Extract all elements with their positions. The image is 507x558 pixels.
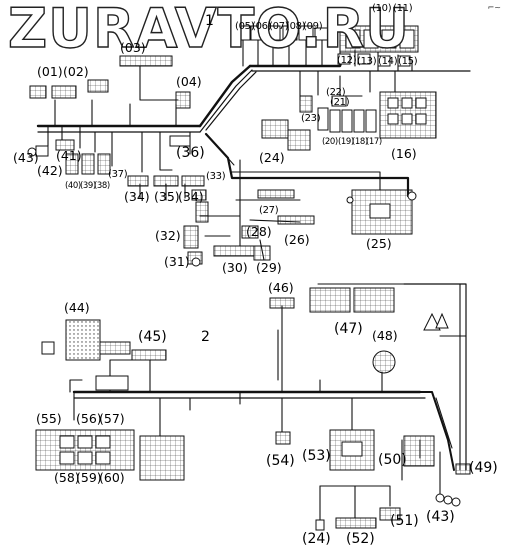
callout-20: (20) (322, 137, 338, 147)
callout-31: (31) (164, 254, 190, 269)
callout-25: (25) (366, 236, 392, 251)
callout-36: (36) (176, 145, 205, 161)
callout-51: (51) (390, 513, 419, 529)
callout-43-top: (43) (13, 150, 39, 165)
callout-53: (53) (302, 448, 331, 464)
callout-49: (49) (469, 460, 498, 476)
callout-24-bottom: (24) (302, 531, 331, 547)
callout-26: (26) (284, 232, 310, 247)
callout-14: (14) (378, 56, 398, 67)
callout-46: (46) (268, 280, 294, 295)
callout-28: (28) (246, 224, 272, 239)
callout-23: (23) (301, 113, 321, 124)
callout-21: (21) (330, 97, 350, 108)
harness-label-bottom: 2 (201, 329, 210, 345)
callout-32: (32) (155, 228, 181, 243)
callout-17: (17) (366, 137, 382, 147)
callout-45: (45) (138, 329, 167, 345)
callout-33: (33) (206, 171, 226, 182)
callout-19: (19) (338, 137, 354, 147)
harness-label-top: 1 (205, 13, 214, 29)
callout-16: (16) (391, 146, 417, 161)
callout-29: (29) (256, 260, 282, 275)
callout-05: (05) (235, 21, 255, 32)
callout-35: (35) (154, 189, 180, 204)
callout-01: (01) (37, 64, 63, 79)
callout-22: (22) (326, 87, 346, 98)
callout-30: (30) (222, 260, 248, 275)
callout-02: (02) (63, 64, 89, 79)
callout-50: (50) (378, 452, 407, 468)
callout-54: (54) (266, 453, 295, 469)
callout-57: (57) (99, 411, 125, 426)
callout-48: (48) (372, 328, 398, 343)
callout-42: (42) (37, 163, 63, 178)
watermark-text: ZURAVTO.RU (7, 0, 411, 60)
callout-15: (15) (398, 56, 418, 67)
callout-39: (39) (80, 181, 96, 191)
callout-12: (12) (337, 55, 357, 66)
callout-24-top: (24) (259, 150, 285, 165)
callout-06: (06) (252, 21, 272, 32)
callout-09: (09) (303, 21, 323, 32)
callout-56: (56) (76, 411, 102, 426)
callout-34a: (34) (124, 189, 150, 204)
callout-18: (18) (352, 137, 368, 147)
callout-38: (38) (94, 181, 110, 191)
callout-08: (08) (286, 21, 306, 32)
callout-47: (47) (334, 321, 363, 337)
callout-27: (27) (259, 205, 279, 216)
callout-59: (59) (76, 470, 102, 485)
callout-03: (03) (120, 40, 146, 55)
callout-04: (04) (176, 74, 202, 89)
callout-58: (58) (54, 470, 80, 485)
callout-43-bottom: (43) (426, 509, 455, 525)
callout-41: (41) (56, 148, 82, 163)
callout-44: (44) (64, 300, 90, 315)
callout-52: (52) (346, 531, 375, 547)
callout-34b: (34) (178, 189, 204, 204)
callout-40: (40) (65, 181, 81, 191)
callout-55: (55) (36, 411, 62, 426)
callout-60: (60) (99, 470, 125, 485)
callout-11: (11) (393, 3, 413, 14)
callout-37: (37) (108, 169, 128, 180)
callout-10: (10) (372, 3, 392, 14)
corner-mark: ⌐~ (487, 3, 501, 12)
callout-13: (13) (357, 56, 377, 67)
callout-07: (07) (269, 21, 289, 32)
